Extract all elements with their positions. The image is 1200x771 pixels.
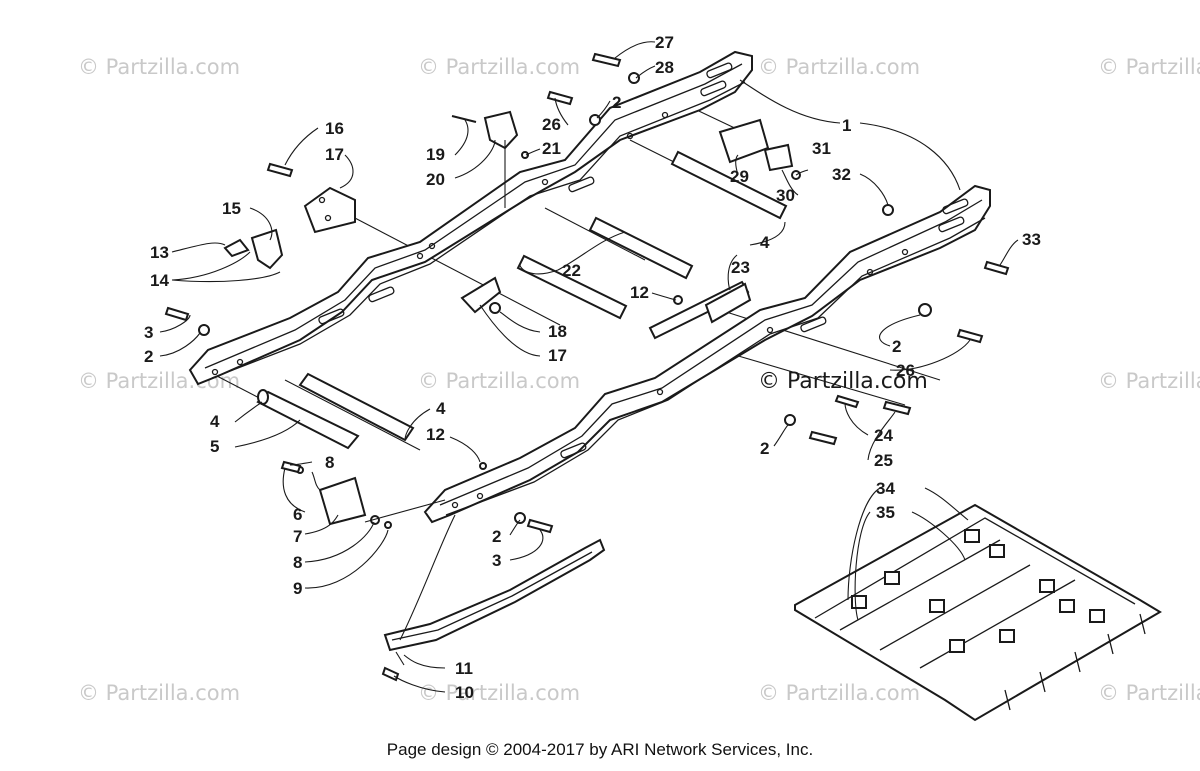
callout-label: 16	[325, 119, 344, 138]
callout-label: 28	[655, 58, 674, 77]
slide-rail	[383, 538, 606, 666]
callout-label: 30	[776, 186, 795, 205]
callout-label: 4	[760, 233, 770, 252]
callout-label: 17	[325, 145, 344, 164]
callout-label: 9	[293, 579, 302, 598]
leader-lines	[159, 41, 1019, 693]
callout-label: 8	[293, 553, 302, 572]
callout-label: 12	[630, 283, 649, 302]
callout-label: 18	[548, 322, 567, 341]
watermark: © Partzilla.com	[1098, 369, 1200, 393]
callout-label: 2	[892, 337, 901, 356]
watermark: © Partzilla.com	[758, 55, 920, 79]
right-rail	[423, 184, 991, 524]
watermark: © Partzilla.com	[1098, 55, 1200, 79]
watermark: © Partzilla.com	[78, 55, 240, 79]
callout-label: 23	[731, 258, 750, 277]
center-watermark: © Partzilla.com	[758, 369, 928, 394]
callout-label: 6	[293, 505, 302, 524]
watermark-layer: © Partzilla.com © Partzilla.com © Partzi…	[78, 55, 1200, 705]
callout-label: 13	[150, 243, 169, 262]
callout-label: 11	[455, 659, 473, 678]
footer-copyright: Page design © 2004-2017 by ARI Network S…	[386, 740, 814, 759]
callout-label: 7	[293, 527, 302, 546]
callout-label: 4	[436, 399, 446, 418]
callout-label: 32	[832, 165, 851, 184]
callout-label: 25	[874, 451, 893, 470]
callout-label: 15	[222, 199, 241, 218]
callout-label: 17	[548, 346, 567, 365]
callout-label: 33	[1022, 230, 1041, 249]
callout-label: 20	[426, 170, 445, 189]
callout-label: 2	[492, 527, 501, 546]
callout-label: 2	[760, 439, 769, 458]
watermark: © Partzilla.com	[758, 681, 920, 705]
watermark: © Partzilla.com	[78, 681, 240, 705]
callout-label: 4	[210, 412, 220, 431]
callout-label: 2	[144, 347, 153, 366]
drive-track	[794, 503, 1162, 722]
callout-labels: 1 2 2 2 2 2 3 3 4 4 4 5 6 7 8 8 9 10 11 …	[144, 33, 1041, 702]
callout-label: 10	[455, 683, 474, 702]
callout-label: 35	[876, 503, 895, 522]
small-parts	[164, 52, 1010, 682]
callout-label: 31	[812, 139, 831, 158]
callout-label: 14	[150, 271, 169, 290]
callout-label: 2	[612, 93, 621, 112]
callout-label: 34	[876, 479, 895, 498]
callout-label: 8	[325, 453, 334, 472]
callout-label: 26	[896, 361, 915, 380]
callout-label: 5	[210, 437, 219, 456]
callout-label: 22	[562, 261, 581, 280]
callout-label: 21	[542, 139, 561, 158]
callout-label: 12	[426, 425, 445, 444]
callout-label: 3	[144, 323, 153, 342]
watermark: © Partzilla.com	[1098, 681, 1200, 705]
callout-label: 27	[655, 33, 674, 52]
callout-label: 24	[874, 426, 893, 445]
watermark: © Partzilla.com	[418, 55, 580, 79]
callout-label: 29	[730, 167, 749, 186]
watermark: © Partzilla.com	[418, 681, 580, 705]
cross-shafts	[256, 150, 788, 450]
callout-label: 26	[542, 115, 561, 134]
watermark: © Partzilla.com	[418, 369, 580, 393]
callout-label: 1	[842, 116, 851, 135]
left-rail	[188, 50, 753, 386]
callout-label: 19	[426, 145, 445, 164]
callout-label: 3	[492, 551, 501, 570]
